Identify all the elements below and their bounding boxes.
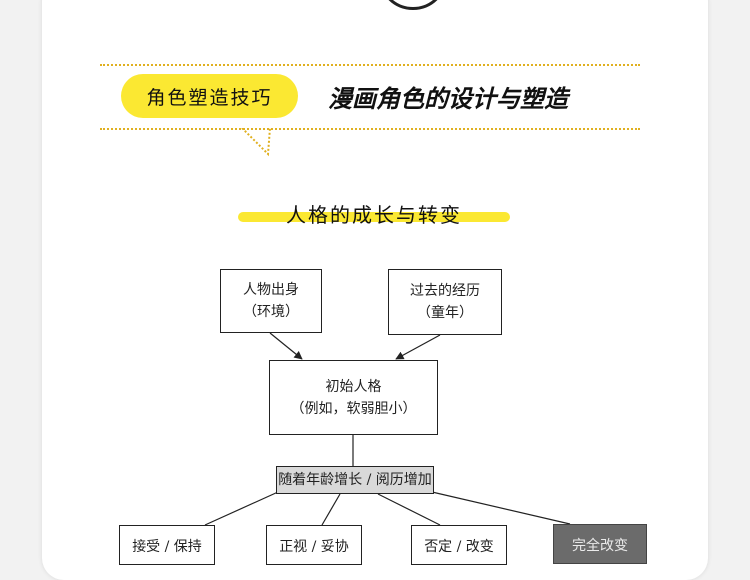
node-stage-label: 随着年龄增长 / 阅历增加 xyxy=(278,472,432,488)
section-highlight xyxy=(238,212,510,222)
node-outcome-accept-label: 接受 / 保持 xyxy=(132,539,202,555)
node-origin: 人物出身 （环境） xyxy=(220,269,322,333)
node-initial-line2: （例如，软弱胆小） xyxy=(290,400,417,417)
connector-stage-outcome1 xyxy=(204,491,279,526)
node-outcome-change-label: 否定 / 改变 xyxy=(424,539,494,555)
node-stage: 随着年龄增长 / 阅历增加 xyxy=(276,466,434,494)
page-title: 漫画角色的设计与塑造 xyxy=(328,84,568,113)
node-initial-line1: 初始人格 xyxy=(325,378,382,395)
node-initial: 初始人格 （例如，软弱胆小） xyxy=(269,360,438,435)
node-outcome-total-change: 完全改变 xyxy=(553,524,647,564)
node-past-line2: （童年） xyxy=(417,305,473,321)
diagram-connectors xyxy=(204,332,571,526)
section-title: 人格的成长与转变 xyxy=(286,202,462,227)
header-dotted-bottom xyxy=(100,128,640,130)
node-origin-line1: 人物出身 xyxy=(243,282,299,298)
node-outcome-compromise-label: 正视 / 妥协 xyxy=(279,539,349,555)
node-outcome-change: 否定 / 改变 xyxy=(411,525,507,565)
node-outcome-accept: 接受 / 保持 xyxy=(119,525,215,565)
topic-badge: 角色塑造技巧 xyxy=(121,74,298,118)
node-origin-line2: （环境） xyxy=(243,304,299,320)
node-past: 过去的经历 （童年） xyxy=(388,269,502,335)
node-outcome-total-change-label: 完全改变 xyxy=(572,538,628,554)
node-outcome-compromise: 正视 / 妥协 xyxy=(266,525,362,565)
connector-stage-outcome4 xyxy=(431,491,571,525)
speech-tail xyxy=(241,128,271,157)
node-past-line1: 过去的经历 xyxy=(410,283,480,299)
connector-stage-outcome2 xyxy=(321,493,341,526)
connector-stage-outcome3 xyxy=(377,493,441,526)
connector-origin-initial xyxy=(269,332,303,360)
header-dotted-top xyxy=(100,64,640,66)
connector-past-initial xyxy=(395,334,441,360)
